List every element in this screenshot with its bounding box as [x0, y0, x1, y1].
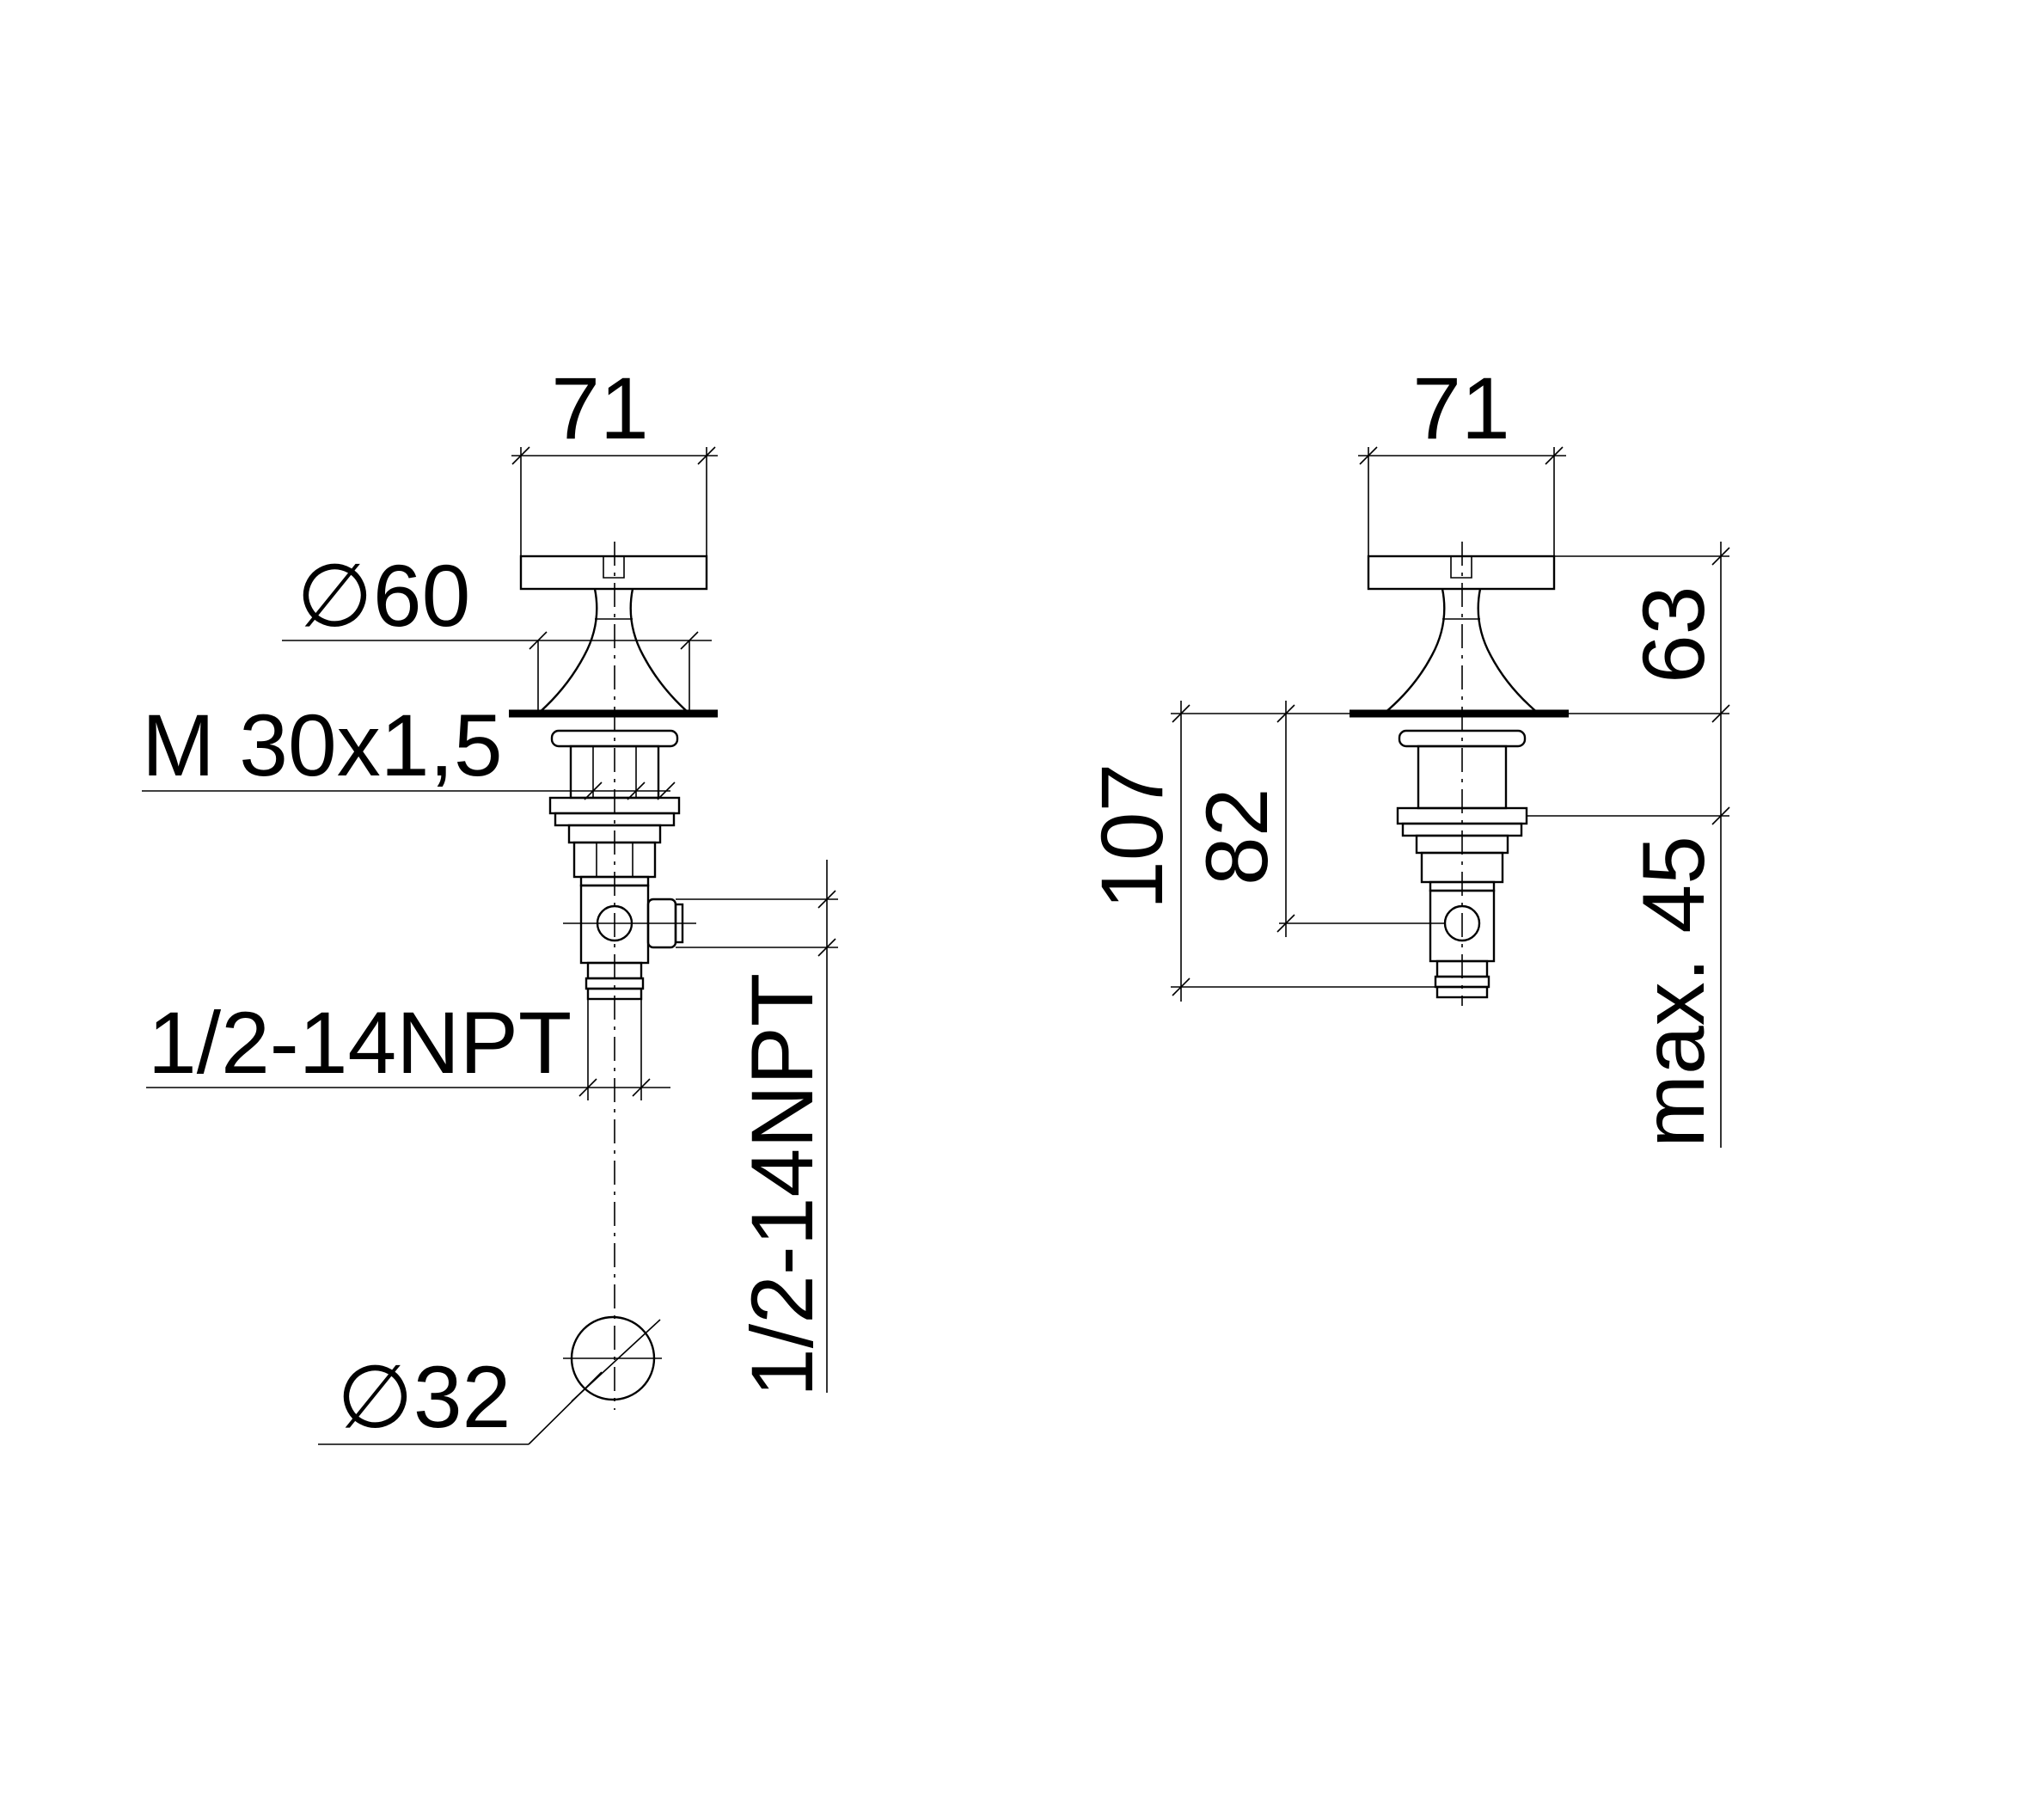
left-valve-view: 71 ∅60 M 30x1,5 1/2-14NPT — [142, 359, 838, 1446]
left-valve-body — [548, 729, 696, 1001]
left-dim-outlet-side: 1/2-14NPT — [676, 860, 838, 1397]
right-handle — [1367, 555, 1556, 714]
right-dim-handle-height-label: 63 — [1625, 586, 1723, 683]
right-dim-width: 71 — [1358, 359, 1566, 556]
right-dim-outlet-depth-label: 82 — [1188, 788, 1286, 885]
right-dim-total-depth-label: 107 — [1083, 763, 1181, 910]
left-dim-outlet-bottom-label: 1/2-14NPT — [148, 994, 572, 1092]
left-dim-flange: ∅60 — [282, 547, 712, 714]
left-dim-hole-label: ∅32 — [337, 1348, 511, 1446]
left-dim-width: 71 — [511, 359, 718, 556]
right-dim-outlet-depth: 82 — [1188, 701, 1445, 937]
left-dim-hole: ∅32 — [318, 1315, 662, 1446]
right-dim-max-clamp: max. 45 — [1527, 806, 1730, 1148]
right-dim-max-clamp-label: max. 45 — [1625, 836, 1723, 1148]
right-dim-handle-height: 63 — [1554, 542, 1730, 1148]
left-dim-outlet-side-label: 1/2-14NPT — [733, 973, 831, 1397]
right-valve-view: 71 63 max. 45 107 — [1083, 359, 1730, 1148]
right-dim-width-label: 71 — [1412, 359, 1509, 457]
right-dim-total-depth: 107 — [1083, 701, 1437, 1002]
left-dim-thread: M 30x1,5 — [142, 696, 676, 800]
left-dim-thread-label: M 30x1,5 — [142, 696, 503, 794]
left-handle — [519, 555, 708, 714]
left-dim-width-label: 71 — [551, 359, 648, 457]
left-dim-outlet-bottom: 1/2-14NPT — [146, 994, 670, 1100]
left-dim-flange-label: ∅60 — [297, 547, 470, 645]
